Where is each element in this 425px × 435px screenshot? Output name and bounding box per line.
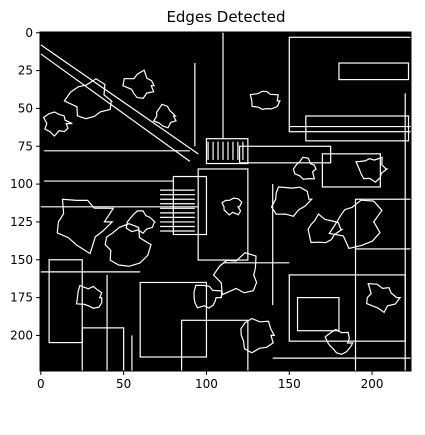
edge-outline (354, 198, 413, 250)
edge-contour (56, 198, 115, 255)
edge-contour (366, 283, 402, 314)
edge-outline (321, 153, 381, 188)
edge-contour (221, 197, 243, 216)
edge-diagonal (40, 44, 199, 155)
y-tick-label: 25 (18, 64, 33, 78)
edge-contour (104, 223, 152, 267)
x-tick-label: 0 (37, 377, 45, 391)
edge-outline (238, 145, 332, 164)
edge-contour (324, 328, 354, 356)
y-tick-label: 50 (18, 101, 33, 115)
edge-contour (125, 210, 157, 234)
edge-outline (305, 115, 410, 142)
y-tick-label: 125 (10, 215, 33, 229)
y-tick-label: 0 (25, 26, 33, 40)
x-tick-label: 100 (195, 377, 218, 391)
edge-contour (249, 90, 281, 111)
edge-contour (270, 186, 314, 217)
edge-outline (296, 297, 340, 332)
edge-contour (307, 213, 344, 244)
edge-contour (292, 156, 317, 180)
edge-image (40, 32, 413, 378)
x-tick-label: 50 (116, 377, 131, 391)
edge-contour (63, 78, 114, 120)
edge-outline (288, 36, 413, 133)
edge-outline (181, 319, 249, 378)
y-tick-label: 150 (10, 253, 33, 267)
edge-contour (193, 284, 223, 309)
edge-outline (338, 62, 410, 81)
edge-outline (48, 259, 83, 344)
y-axis: 0 25 50 75 100 125 150 175 200 (10, 26, 40, 342)
edge-contour (152, 103, 177, 129)
edge-outline (205, 138, 249, 165)
y-tick-label: 75 (18, 139, 33, 153)
y-tick-label: 175 (10, 291, 33, 305)
edge-contour (240, 317, 276, 354)
edge-outline (197, 168, 249, 261)
edge-contour (75, 284, 103, 309)
y-tick-label: 200 (10, 328, 33, 342)
x-axis: 0 50 100 150 200 (37, 371, 384, 391)
edge-outline (81, 327, 125, 377)
edge-outline (172, 175, 208, 236)
edge-contour (328, 199, 383, 250)
x-tick-label: 150 (278, 377, 301, 391)
image-background (40, 32, 411, 371)
edge-contour (42, 111, 73, 137)
edge-contour (122, 69, 156, 99)
plot-frame (39, 31, 412, 372)
edge-contour (212, 252, 258, 296)
chart-title: Edges Detected (166, 8, 285, 26)
y-tick-label: 100 (10, 177, 33, 191)
x-tick-label: 200 (361, 377, 384, 391)
edge-contour (355, 156, 389, 183)
edge-diagonal (40, 53, 191, 162)
